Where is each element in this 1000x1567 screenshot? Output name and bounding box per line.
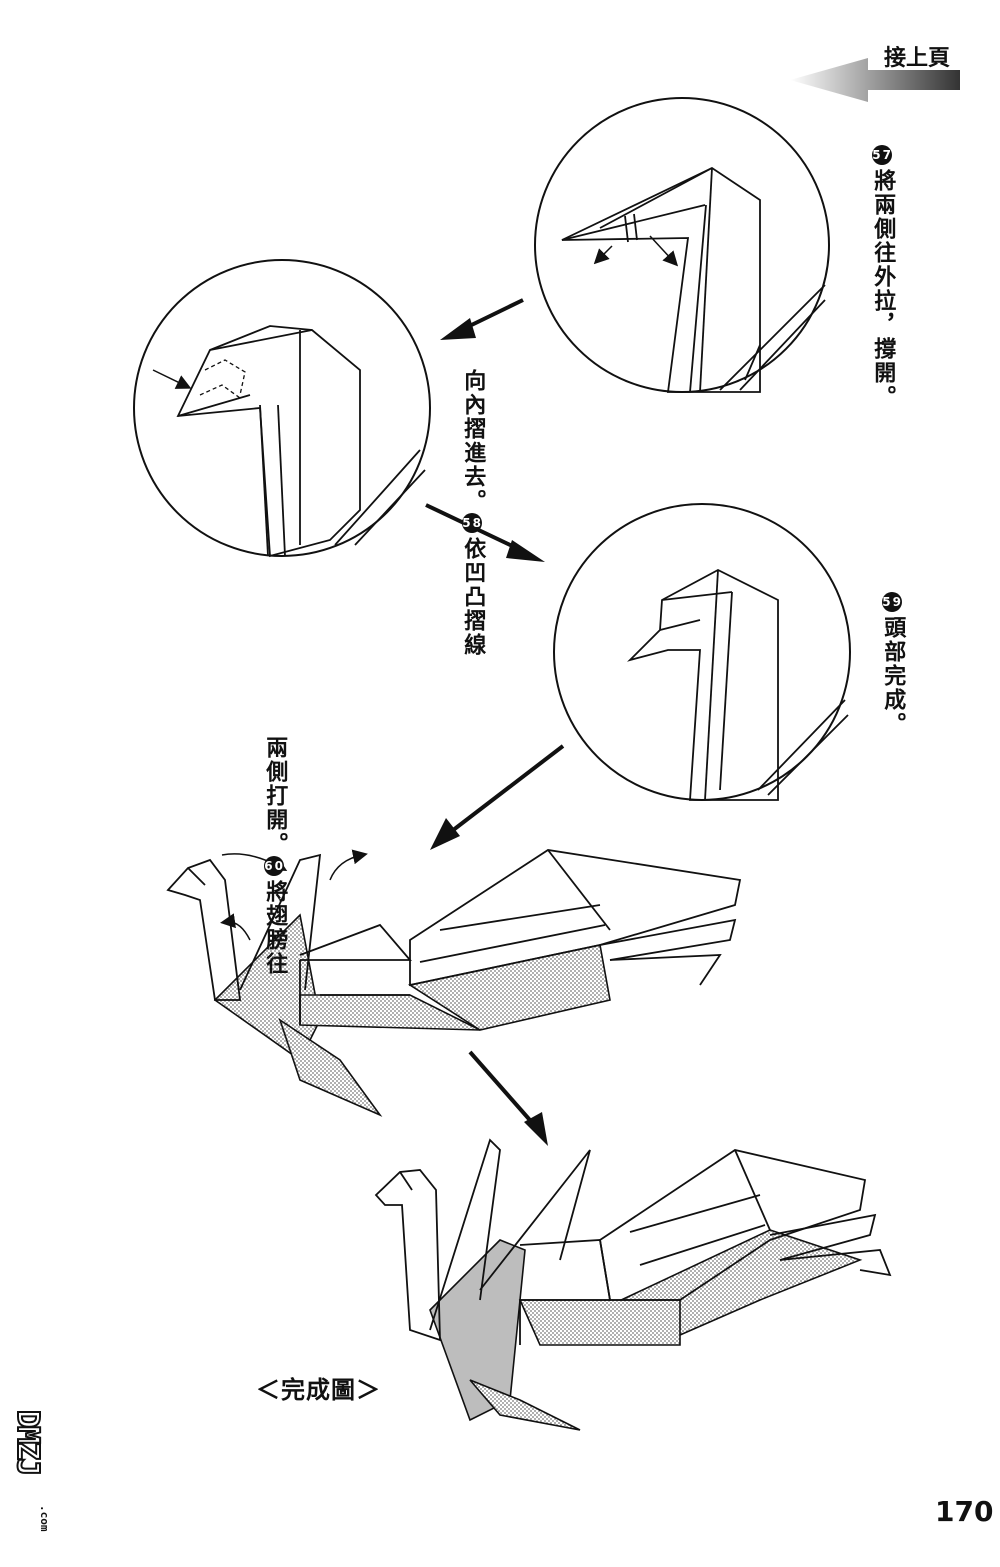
arrow-left-icon <box>790 58 960 102</box>
step-58-line-2: 向內摺進去。 <box>460 369 486 513</box>
step-number-badge: 58 <box>462 513 483 533</box>
step-60-line-1: 60 將翅膀往 <box>262 856 287 976</box>
final-diagram-label: ＜完成圖＞ <box>256 1376 381 1404</box>
step-text: 依凹凸摺線 <box>460 537 486 657</box>
step-text: 頭部完成。 <box>880 616 906 736</box>
continued-label: 接上頁 <box>884 46 951 71</box>
step-59-instruction: 59 頭部完成。 <box>880 592 905 736</box>
arrow-down-right-icon <box>425 503 545 562</box>
step-60-instruction: 60 將翅膀往 兩側打開。 <box>262 712 287 976</box>
arrow-down-right-icon <box>468 1050 548 1146</box>
step-number-badge: 60 <box>264 856 285 876</box>
watermark-domain: .com <box>38 1505 51 1532</box>
step-57-instruction: 57 將兩側往外拉，撐開。 <box>870 145 895 409</box>
step-58-line-1: 58 依凹凸摺線 <box>460 513 485 657</box>
step-58-instruction: 58 依凹凸摺線 向內摺進去。 <box>460 345 485 657</box>
step-58-diagram <box>133 259 431 558</box>
step-number-badge: 59 <box>882 592 903 612</box>
arrow-down-left-icon <box>440 298 524 340</box>
watermark-logo: DMZJ .com <box>8 1409 58 1560</box>
step-60-diagram <box>166 849 742 1117</box>
step-59-diagram <box>553 503 851 801</box>
step-57-diagram <box>534 97 830 393</box>
final-model-diagram <box>374 1138 892 1431</box>
page-number: 170 <box>935 1495 994 1528</box>
step-text: 將兩側往外拉，撐開。 <box>870 169 896 409</box>
watermark-text: DMZJ <box>9 1409 46 1475</box>
step-number-badge: 57 <box>872 145 893 165</box>
step-text: 將翅膀往 <box>262 880 288 976</box>
arrow-down-left-icon <box>430 744 565 850</box>
step-60-line-2: 兩側打開。 <box>262 736 288 856</box>
